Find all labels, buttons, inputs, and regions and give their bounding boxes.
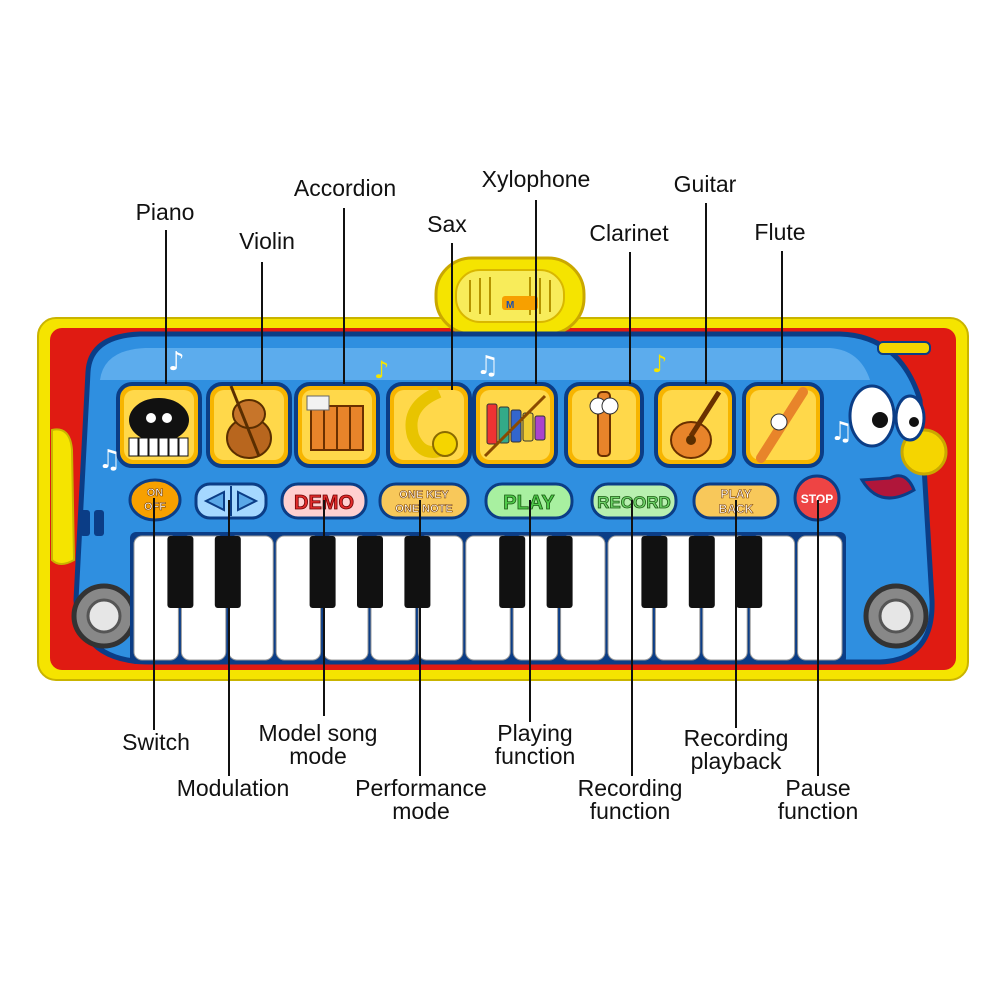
- record-button[interactable]: RECORD: [590, 482, 678, 520]
- music-notes: ♫ ♪ ♫ ♫: [98, 347, 853, 475]
- callout-pause-function: Pause function: [760, 777, 876, 823]
- instrument-button-guitar[interactable]: [654, 382, 736, 468]
- callout-recording-function: Recording function: [560, 777, 700, 823]
- stop-label: STOP: [801, 492, 833, 506]
- volume-up-icon[interactable]: [237, 490, 259, 512]
- instrument-button-sax[interactable]: [386, 382, 472, 468]
- one-key-one-note-button[interactable]: ONE KEY ONE NOTE: [378, 482, 470, 520]
- callout-sax: Sax: [427, 211, 467, 237]
- callout-lines: [153, 200, 819, 776]
- speaker-label: M: [506, 300, 514, 311]
- record-label: RECORD: [597, 493, 671, 512]
- flute-icon: [756, 387, 808, 463]
- instrument-button-flute[interactable]: [742, 382, 824, 468]
- svg-text:♪: ♪: [374, 356, 389, 384]
- instrument-button-violin[interactable]: [206, 382, 292, 468]
- instrument-button-accordion[interactable]: [294, 382, 380, 468]
- instrument-button-clarinet[interactable]: [564, 382, 644, 468]
- piano-icon: [128, 398, 189, 457]
- callout-xylophone: Xylophone: [481, 166, 591, 192]
- callout-clarinet: Clarinet: [589, 220, 669, 246]
- callout-accordion: Accordion: [293, 175, 397, 201]
- callout-playing-function: Playing function: [470, 722, 600, 768]
- instrument-button-xylophone[interactable]: [472, 382, 558, 468]
- callout-model-song-line2: mode: [289, 743, 347, 769]
- callout-model-song-mode: Model song mode: [240, 722, 396, 768]
- black-key[interactable]: [688, 536, 715, 608]
- callout-recording-playback: Recording playback: [666, 727, 806, 773]
- callout-performance-line2: mode: [392, 798, 450, 824]
- instrument-button-piano[interactable]: [116, 382, 202, 468]
- modulation-buttons[interactable]: [194, 482, 268, 520]
- callout-recording-playback-line1: Recording: [683, 725, 789, 751]
- callout-piano: Piano: [135, 199, 195, 225]
- callout-recording-playback-line2: playback: [690, 748, 782, 774]
- callout-playing-line1: Playing: [497, 720, 573, 746]
- svg-text:♪: ♪: [652, 350, 667, 378]
- svg-text:♫: ♫: [830, 417, 853, 447]
- speaker: M: [434, 256, 586, 336]
- accordion-icon: [306, 395, 364, 451]
- callout-performance-mode: Performance mode: [336, 777, 506, 823]
- black-key[interactable]: [404, 536, 431, 608]
- one-note-label: ONE NOTE: [395, 503, 452, 515]
- sax-icon: [405, 386, 458, 458]
- piano-keyboard: [130, 532, 846, 664]
- callout-violin: Violin: [239, 228, 295, 254]
- one-key-label: ONE KEY: [399, 489, 449, 501]
- on-label: ON: [147, 487, 164, 499]
- callout-switch: Switch: [122, 729, 190, 755]
- xylophone-icon: [483, 394, 547, 458]
- black-key[interactable]: [309, 536, 336, 608]
- black-key[interactable]: [214, 536, 241, 608]
- callout-playing-line2: function: [494, 743, 576, 769]
- off-label: OFF: [144, 501, 166, 513]
- svg-text:♪: ♪: [168, 347, 185, 377]
- callout-model-song-line1: Model song: [258, 720, 378, 746]
- play-label-2: PLAY: [721, 487, 752, 501]
- violin-icon: [226, 385, 272, 459]
- black-key[interactable]: [499, 536, 526, 608]
- callout-pause-line1: Pause: [785, 775, 851, 801]
- black-key[interactable]: [736, 536, 763, 608]
- white-key[interactable]: [797, 535, 843, 661]
- callout-performance-line1: Performance: [355, 775, 487, 801]
- volume-down-icon[interactable]: [203, 490, 225, 512]
- callout-pause-line2: function: [777, 798, 859, 824]
- svg-text:♫: ♫: [476, 351, 499, 381]
- clarinet-icon: [589, 391, 619, 457]
- callout-recording-line2: function: [589, 798, 671, 824]
- stop-button[interactable]: STOP: [793, 474, 841, 522]
- callout-flute: Flute: [754, 219, 806, 245]
- callout-recording-line1: Recording: [577, 775, 683, 801]
- guitar-icon: [670, 390, 722, 459]
- black-key[interactable]: [641, 536, 668, 608]
- black-key[interactable]: [167, 536, 194, 608]
- callout-modulation: Modulation: [176, 775, 290, 801]
- black-key[interactable]: [357, 536, 383, 608]
- svg-text:♫: ♫: [98, 445, 121, 475]
- instrument-buttons: [116, 382, 824, 468]
- callout-guitar: Guitar: [673, 171, 737, 197]
- black-key[interactable]: [546, 536, 573, 608]
